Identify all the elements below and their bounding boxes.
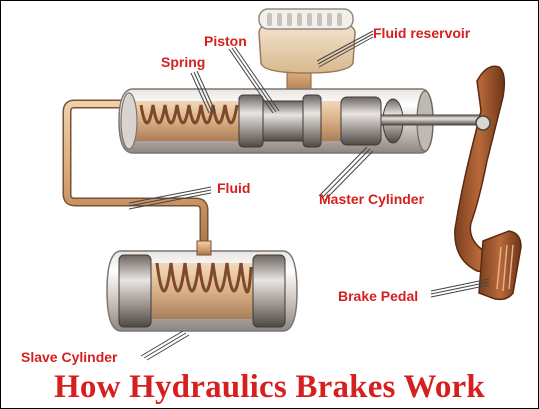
pointer-lines	[128, 30, 490, 361]
spring	[139, 104, 239, 125]
pointer-piston	[228, 46, 280, 114]
pointer-spring	[190, 70, 216, 114]
pointer-brake-pedal	[430, 278, 490, 298]
label-slave-cylinder: Slave Cylinder	[21, 349, 118, 365]
pointer-slave-cylinder	[140, 330, 190, 361]
pointer-fluid-reservoir	[316, 30, 374, 68]
push-rod	[380, 114, 482, 126]
slave-cylinder	[106, 240, 298, 332]
label-spring: Spring	[161, 54, 205, 70]
label-brake-pedal: Brake Pedal	[338, 288, 418, 304]
page-title: How Hydraulics Brakes Work	[54, 369, 485, 405]
pointer-master-cylinder	[318, 146, 374, 201]
label-fluid: Fluid	[217, 180, 250, 196]
label-piston: Piston	[204, 33, 247, 49]
label-master-cylinder: Master Cylinder	[319, 191, 425, 207]
pointer-fluid	[128, 186, 212, 210]
label-fluid-reservoir: Fluid reservoir	[373, 25, 471, 41]
fluid-pipe	[62, 99, 209, 246]
brake-pedal	[454, 65, 522, 301]
hydraulic-brake-diagram: Piston Fluid reservoir Spring Fluid Mast…	[21, 8, 522, 365]
